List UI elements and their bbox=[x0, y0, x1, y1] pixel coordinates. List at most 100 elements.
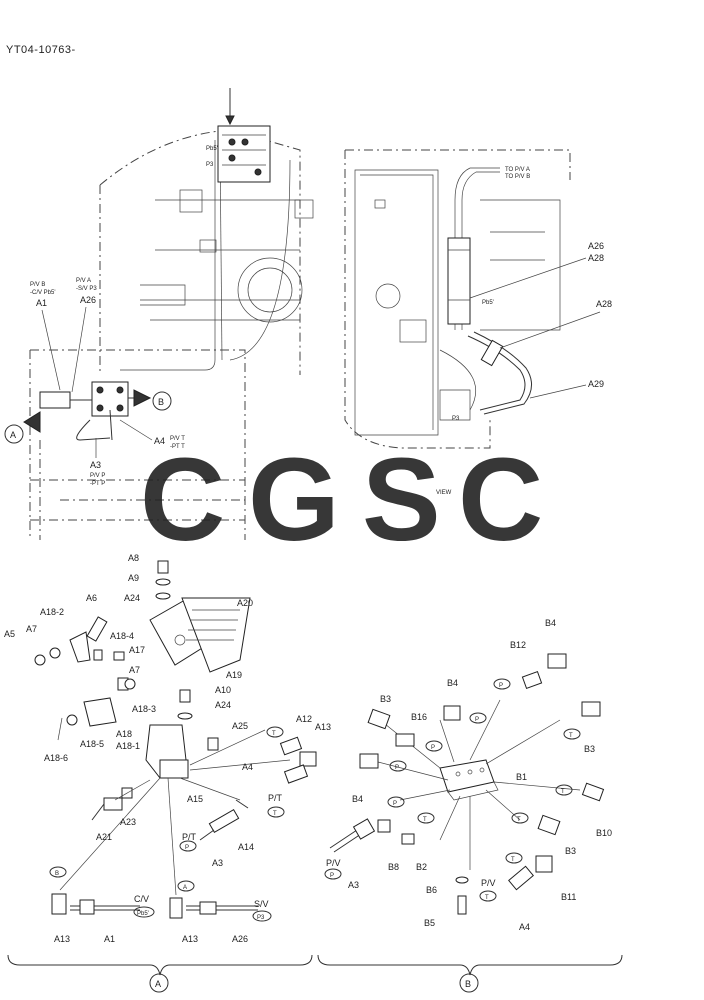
a1-detail-label: A1 bbox=[104, 934, 115, 944]
pvb-label: P/V B bbox=[30, 282, 45, 288]
section-b-circle bbox=[459, 973, 479, 993]
pb5-right-label: Pb5' bbox=[482, 300, 494, 306]
p-badge-pv-label: P bbox=[330, 873, 334, 879]
t-badge-b5 bbox=[505, 852, 523, 864]
a-badge-label: A bbox=[183, 885, 187, 891]
b5-label: B5 bbox=[424, 918, 435, 928]
a26-right-label: A26 bbox=[588, 241, 604, 251]
a18-6-label: A18-6 bbox=[44, 753, 68, 763]
p-badge-b bbox=[493, 678, 511, 690]
section-b-label: B bbox=[465, 979, 471, 989]
a23-label: A23 bbox=[120, 817, 136, 827]
b11-label: B11 bbox=[561, 892, 576, 902]
a1-upper-label: A1 bbox=[36, 298, 47, 308]
pv2-label: P/V bbox=[481, 878, 496, 888]
b2-label: B2 bbox=[416, 862, 427, 872]
a18-label: A18 bbox=[116, 729, 132, 739]
section-b-bracket bbox=[317, 954, 623, 976]
p-badge-b2-label: P bbox=[475, 717, 479, 723]
a7-label: A7 bbox=[26, 624, 37, 634]
pva-label: P/V A bbox=[76, 278, 91, 284]
to-pvb-label: TO P/V B bbox=[505, 174, 530, 180]
t-badge-b2-label: T bbox=[561, 789, 565, 795]
p-badge-pv bbox=[324, 868, 342, 880]
view-label: VIEW bbox=[436, 490, 452, 496]
p3-badge bbox=[252, 910, 272, 922]
upper-left-machine-outline: Pb5' P3 bbox=[29, 88, 314, 540]
detail-a-parts bbox=[34, 560, 317, 919]
t-badge-label: T bbox=[273, 811, 277, 817]
b4-label: B4 bbox=[545, 618, 556, 628]
t-badge-b bbox=[563, 728, 581, 740]
logo-letter-g: G bbox=[248, 445, 340, 555]
b10-label: B10 bbox=[596, 828, 612, 838]
t-badge-upper-label: T bbox=[272, 731, 276, 737]
callout-b-circle bbox=[152, 391, 172, 411]
a25-label: A25 bbox=[232, 721, 248, 731]
callout-a-circle bbox=[4, 424, 24, 444]
b12-label: B12 bbox=[510, 640, 526, 650]
sv-label: S/V bbox=[254, 899, 269, 909]
b3b-label: B3 bbox=[584, 744, 595, 754]
t-badge-b3 bbox=[511, 812, 529, 824]
a7b-label: A7 bbox=[129, 665, 140, 675]
t-badge-pv2-label: T bbox=[485, 895, 489, 901]
ptt-label: -PT T bbox=[170, 444, 185, 450]
p-badge-label: P bbox=[185, 845, 189, 851]
a4-detail-label: A4 bbox=[242, 762, 253, 772]
b6-label: B6 bbox=[426, 885, 437, 895]
a4-upper-label: A4 bbox=[154, 436, 165, 446]
b4b-label: B4 bbox=[447, 678, 458, 688]
t-badge-b3-label: T bbox=[517, 817, 521, 823]
b1-label: B1 bbox=[516, 772, 527, 782]
p-badge bbox=[179, 840, 197, 852]
detail-b-parts bbox=[329, 653, 605, 915]
p-badge-b5 bbox=[387, 796, 405, 808]
a13c-label: A13 bbox=[182, 934, 198, 944]
a18-1-label: A18-1 bbox=[116, 741, 140, 751]
cv-pb5-label: -C/V Pb5' bbox=[30, 290, 56, 296]
p-badge-b3-label: P bbox=[431, 745, 435, 751]
b4c-label: B4 bbox=[352, 794, 363, 804]
sv-p3-label: -S/V P3 bbox=[76, 286, 97, 292]
t-badge bbox=[267, 806, 285, 818]
b3c-label: B3 bbox=[565, 846, 576, 856]
p3-top-label: P3 bbox=[206, 162, 214, 168]
pt2-label: P/T bbox=[182, 832, 197, 842]
t-badge-b4 bbox=[417, 812, 435, 824]
a18-3-label: A18-3 bbox=[132, 704, 156, 714]
document-code: YT04-10763- bbox=[6, 44, 76, 56]
cgsc-watermark-logo: C G S C bbox=[140, 445, 543, 555]
p-badge-b5-label: P bbox=[393, 801, 397, 807]
a18-2-label: A18-2 bbox=[40, 607, 64, 617]
pvp-label: P/V P bbox=[90, 473, 105, 479]
cv-label: C/V bbox=[134, 894, 149, 904]
a9-label: A9 bbox=[128, 573, 139, 583]
p-badge-b2 bbox=[469, 712, 487, 724]
section-a-circle bbox=[149, 973, 169, 993]
logo-letter-c2: C bbox=[458, 445, 543, 555]
p3-badge-label: P3 bbox=[257, 915, 265, 921]
pvt-label: P/V T bbox=[170, 436, 185, 442]
a28-right-label: A28 bbox=[588, 253, 604, 263]
a21-label: A21 bbox=[96, 832, 112, 842]
to-pva-label: TO P/V A bbox=[505, 167, 530, 173]
pt-label: P/T bbox=[268, 793, 283, 803]
b8-label: B8 bbox=[388, 862, 399, 872]
t-badge-b-label: T bbox=[569, 733, 573, 739]
p-badge-b4-label: P bbox=[395, 765, 399, 771]
a17-label: A17 bbox=[129, 645, 145, 655]
a28-right-label-2: A28 bbox=[596, 299, 612, 309]
a-badge bbox=[177, 880, 195, 892]
t-badge-pv2 bbox=[479, 890, 497, 902]
pb5-top-label: Pb5' bbox=[206, 146, 218, 152]
callout-b-label: B bbox=[158, 397, 164, 407]
a26-upper-label: A26 bbox=[80, 295, 96, 305]
pv-label: P/V bbox=[326, 858, 341, 868]
a26-detail-label: A26 bbox=[232, 934, 248, 944]
a18-4-label: A18-4 bbox=[110, 631, 134, 641]
b16-label: B16 bbox=[411, 712, 427, 722]
b-badge bbox=[49, 866, 67, 878]
p-badge-b3 bbox=[425, 740, 443, 752]
